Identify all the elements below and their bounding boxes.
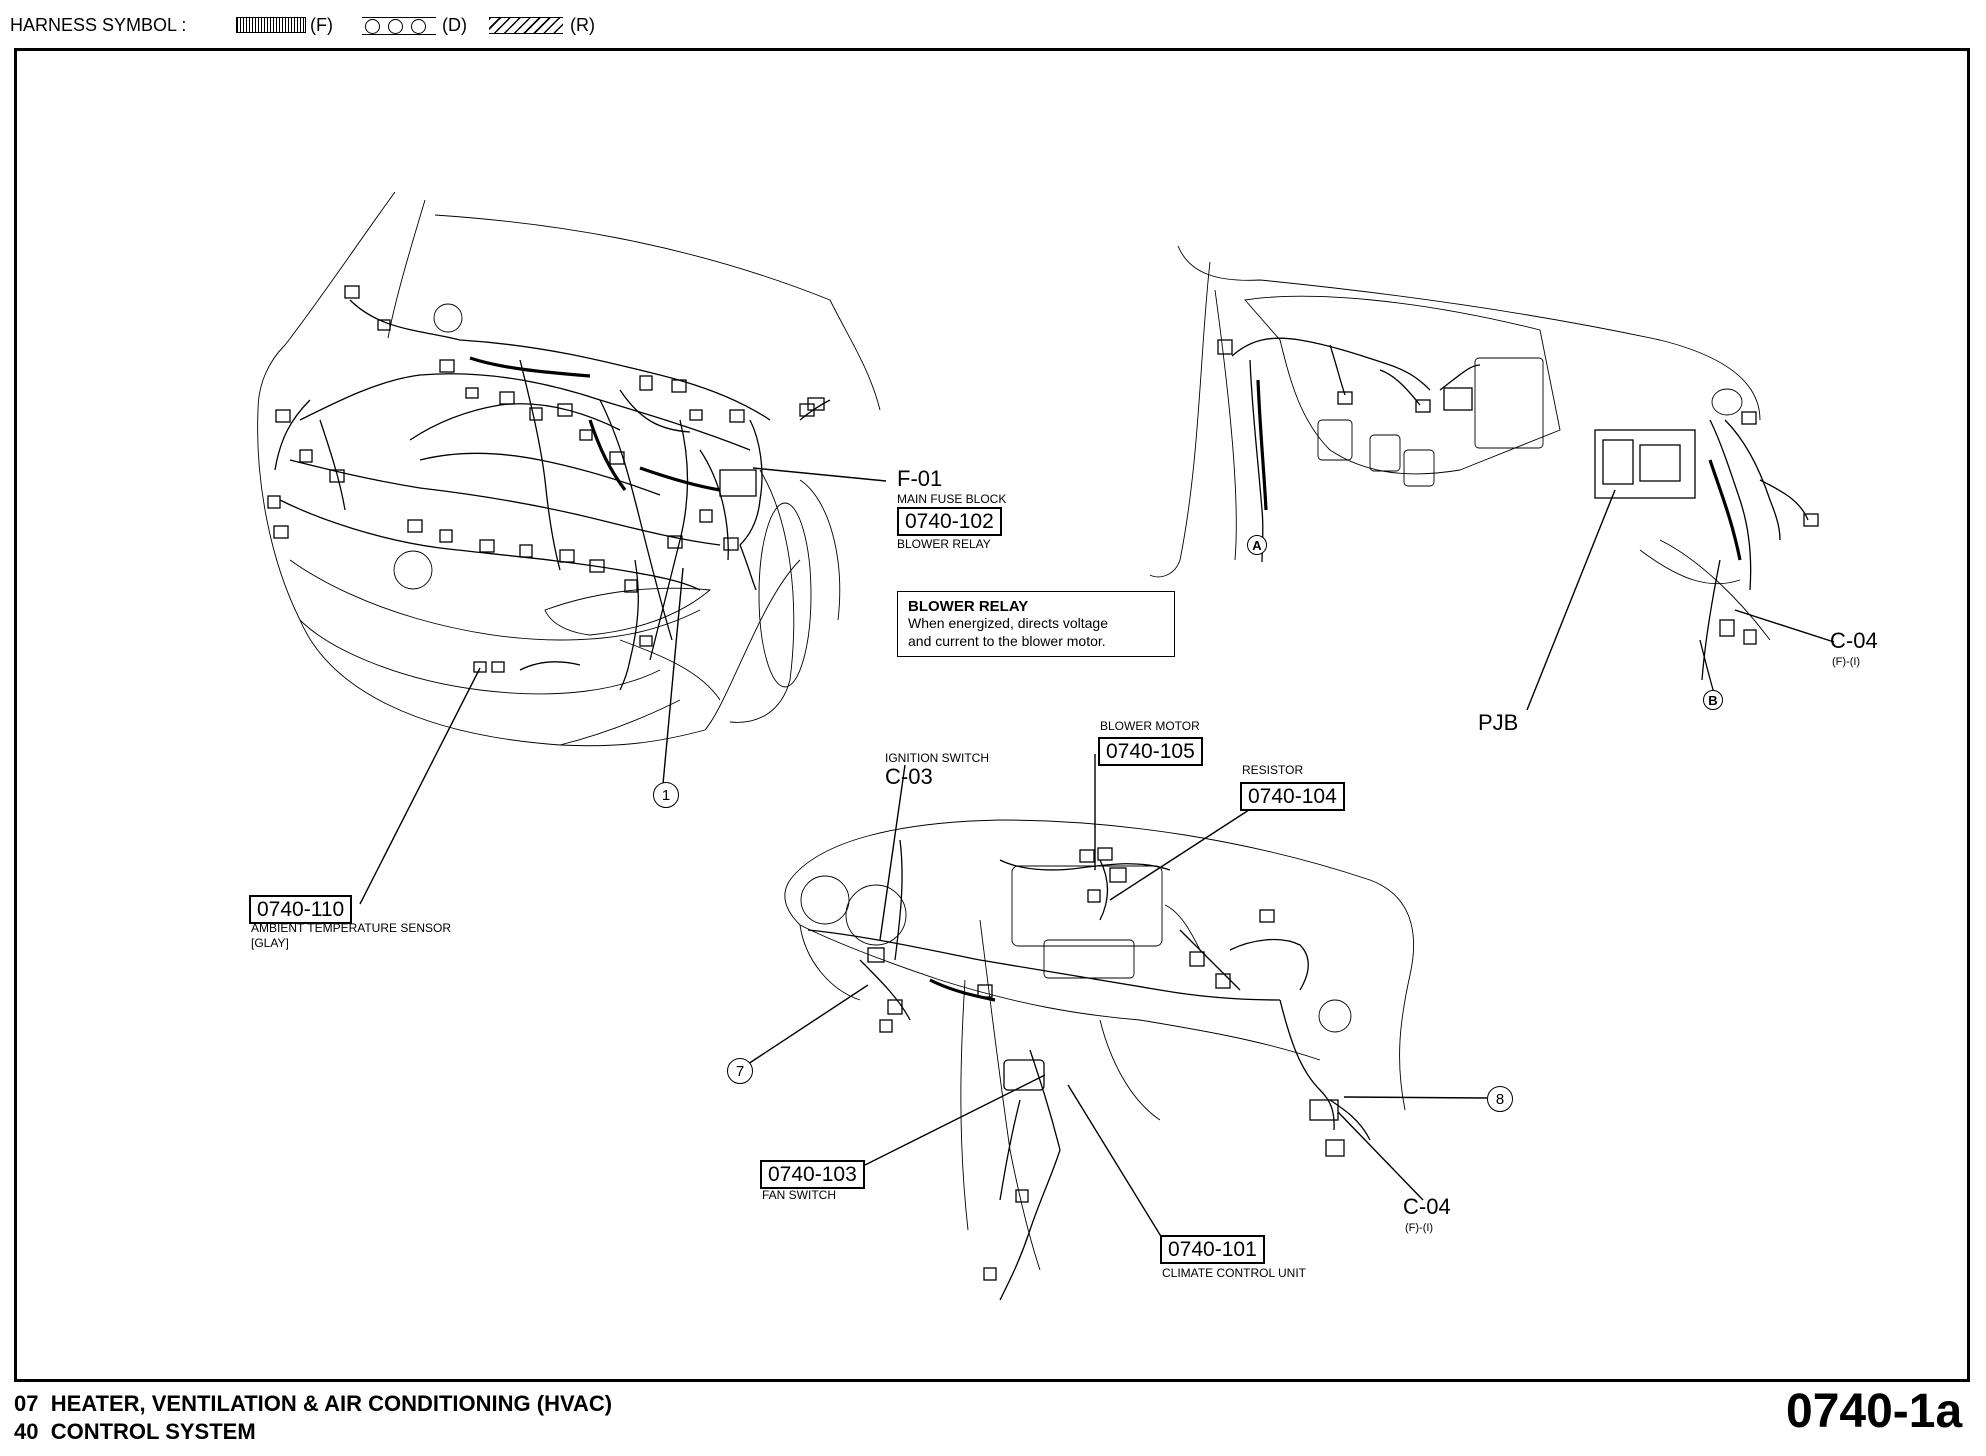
legend-title: HARNESS SYMBOL : bbox=[10, 15, 187, 35]
fan-switch-label: FAN SWITCH bbox=[762, 1188, 836, 1202]
page-code: 0740-1a bbox=[1786, 1385, 1963, 1438]
info-line-1: When energized, directs voltage bbox=[908, 615, 1108, 631]
code-0740-101: 0740-101 bbox=[1160, 1235, 1265, 1265]
footer-section-number: 07 bbox=[14, 1391, 39, 1416]
code-0740-102: 0740-102 bbox=[897, 507, 1002, 537]
footer-subsection-number: 40 bbox=[14, 1419, 39, 1444]
footer-line-2: 40 CONTROL SYSTEM bbox=[14, 1419, 256, 1445]
footer-line-1: 07 HEATER, VENTILATION & AIR CONDITIONIN… bbox=[14, 1391, 612, 1417]
point-a: A bbox=[1247, 535, 1267, 555]
footer-section-title: HEATER, VENTILATION & AIR CONDITIONING (… bbox=[50, 1391, 613, 1416]
legend-code-f: (F) bbox=[310, 15, 333, 35]
legend-swatch-f bbox=[236, 17, 306, 33]
ignition-switch-label: IGNITION SWITCH bbox=[885, 751, 989, 765]
climate-control-unit-label: CLIMATE CONTROL UNIT bbox=[1162, 1266, 1307, 1280]
blower-relay-label: BLOWER RELAY bbox=[897, 537, 991, 551]
engine-bay-drawing bbox=[257, 191, 887, 905]
dashboard-drawing bbox=[747, 754, 1488, 1301]
footwell-drawing bbox=[1149, 245, 1835, 711]
c04-label-lower: C-04 bbox=[1403, 1194, 1451, 1219]
legend-code-r: (R) bbox=[570, 15, 595, 35]
main-fuse-block-label: MAIN FUSE BLOCK bbox=[897, 492, 1007, 506]
resistor-label: RESISTOR bbox=[1242, 763, 1304, 777]
glay-label: [GLAY] bbox=[251, 936, 289, 950]
c04-sub-lower: (F)-(I) bbox=[1405, 1222, 1434, 1234]
callout-1: 1 bbox=[653, 782, 679, 808]
code-0740-110: 0740-110 bbox=[249, 895, 353, 925]
c04-sub-upper: (F)-(I) bbox=[1832, 656, 1861, 668]
code-0740-105: 0740-105 bbox=[1098, 737, 1203, 767]
legend-code-d: (D) bbox=[442, 15, 467, 35]
code-0740-104: 0740-104 bbox=[1240, 782, 1345, 812]
legend-swatch-r bbox=[489, 17, 563, 34]
c04-label-upper: C-04 bbox=[1830, 628, 1878, 653]
footer-subsection-title: CONTROL SYSTEM bbox=[50, 1419, 256, 1444]
blower-relay-info-box: BLOWER RELAY When energized, directs vol… bbox=[897, 591, 1175, 657]
legend-swatch-d bbox=[362, 17, 436, 35]
c03-label: C-03 bbox=[885, 764, 933, 789]
pjb-label: PJB bbox=[1478, 710, 1519, 735]
ambient-temperature-sensor-label: AMBIENT TEMPERATURE SENSOR bbox=[251, 921, 452, 935]
code-0740-103: 0740-103 bbox=[760, 1160, 865, 1190]
info-line-2: and current to the blower motor. bbox=[908, 632, 1106, 649]
info-title: BLOWER RELAY bbox=[908, 598, 1029, 615]
callout-7: 7 bbox=[727, 1058, 753, 1084]
blower-motor-label: BLOWER MOTOR bbox=[1100, 719, 1200, 733]
callout-8: 8 bbox=[1487, 1086, 1513, 1112]
f01-label: F-01 bbox=[897, 466, 943, 491]
point-b: B bbox=[1703, 690, 1723, 710]
diagram-frame bbox=[14, 48, 1970, 1382]
